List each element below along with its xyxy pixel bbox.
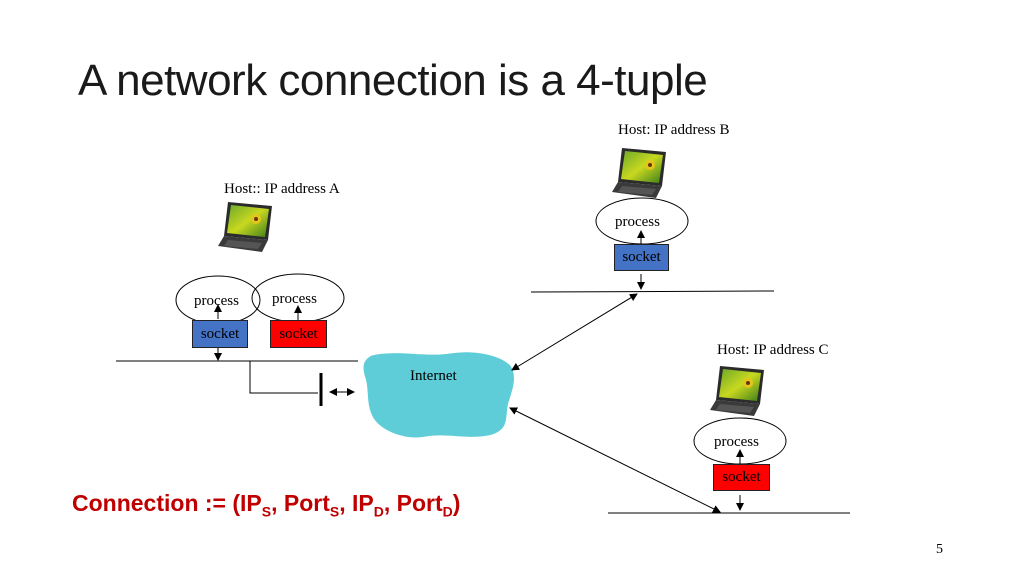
internet-label: Internet: [410, 368, 457, 384]
socket-box: socket: [713, 464, 770, 491]
internet-cloud: [363, 352, 514, 438]
process-label: process: [714, 434, 759, 450]
host-b-link: [530, 290, 775, 293]
socket-box: socket: [192, 320, 248, 348]
process-label: process: [194, 293, 239, 309]
process-label: process: [272, 291, 317, 307]
laptop-icon: [612, 148, 666, 198]
host-b-label: Host: IP address B: [618, 122, 730, 138]
laptop-icon: [218, 202, 272, 252]
host-c-label: Host: IP address C: [717, 342, 829, 358]
connection-formula: Connection := (IPS, PortS, IPD, PortD): [72, 490, 461, 520]
slide-title: A network connection is a 4-tuple: [78, 56, 708, 105]
page-number: 5: [936, 542, 943, 557]
internet-host-c-arrow: [509, 407, 721, 513]
host-a-label: Host:: IP address A: [224, 181, 340, 197]
socket-box: socket: [614, 244, 669, 271]
socket-box: socket: [270, 320, 327, 348]
host-a-route: [249, 361, 318, 394]
internet-host-b-arrow: [511, 293, 638, 371]
laptop-icon: [710, 366, 764, 416]
process-label: process: [615, 214, 660, 230]
